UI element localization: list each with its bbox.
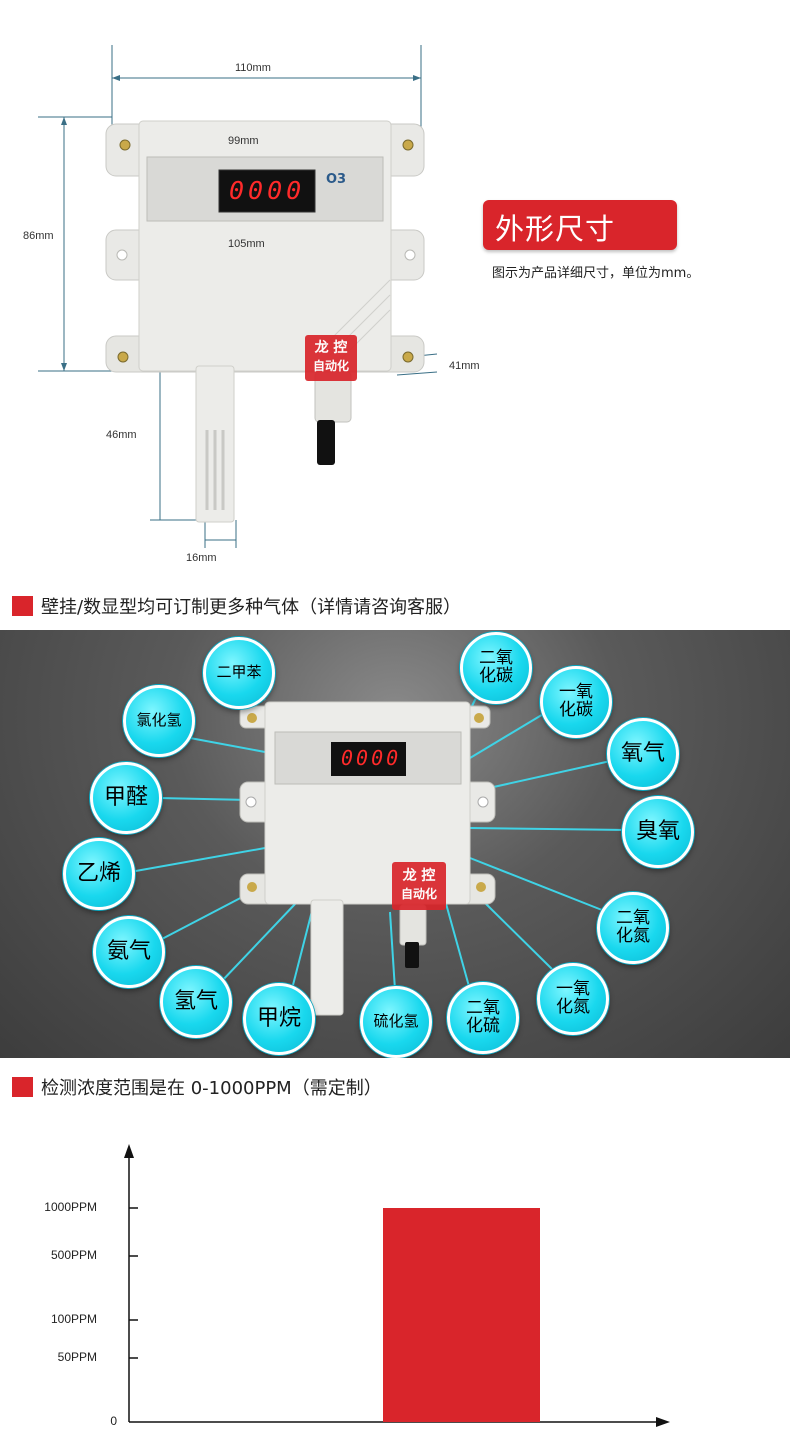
- heading-square-icon: [12, 596, 33, 616]
- gas-bubble: 氧气: [607, 718, 679, 790]
- brand-logo-top: 龙 控: [314, 340, 348, 356]
- led-display-2: 0000: [341, 746, 402, 770]
- dim-depth: 41mm: [449, 360, 480, 372]
- range-chart: 1000PPM 500PPM 100PPM 50PPM 0: [0, 1100, 790, 1435]
- gas-label-line2: 化硫: [466, 1016, 500, 1036]
- gas-bubble: 臭氧: [622, 796, 694, 868]
- x-axis-arrow: [656, 1417, 670, 1427]
- y-tick-label: 100PPM: [50, 1312, 97, 1326]
- gas-label: 氨气: [106, 939, 151, 965]
- brand-logo-bottom-2: 自动化: [400, 887, 437, 901]
- gas-bubble: 一氧化碳: [540, 666, 612, 738]
- gas-bubble: 氯化氢: [123, 685, 195, 757]
- gas-label: 氧气: [620, 741, 665, 767]
- chart-svg: [124, 1144, 670, 1427]
- gas-label-line2: 化氮: [616, 926, 650, 946]
- gas-label: O3: [326, 172, 347, 187]
- gas-label: 氯化氢: [136, 711, 182, 730]
- gas-bubble: 氢气: [160, 966, 232, 1038]
- gas-section: 0000 龙 控 自动化 二甲苯 氯化氢 甲醛 乙烯 氨气 氢气 甲烷 硫化氢 …: [0, 630, 790, 1058]
- y-tick-label: 500PPM: [50, 1248, 97, 1262]
- gas-label: 乙烯: [76, 861, 121, 887]
- gas-label: 甲烷: [256, 1006, 301, 1032]
- gas-label-line2: 化氮: [556, 997, 590, 1017]
- gas-bubble: 乙烯: [63, 838, 135, 910]
- brand-logo: 龙 控 自动化: [305, 335, 357, 381]
- heading-square-icon: [12, 1077, 33, 1097]
- gas-label-line2: 化碳: [559, 700, 593, 720]
- heading-text: 检测浓度范围是在 0-1000PPM（需定制）: [41, 1078, 382, 1099]
- heading-text: 壁挂/数显型均可订制更多种气体（详情请咨询客服）: [41, 597, 462, 618]
- y-tick-label: 1000PPM: [44, 1200, 97, 1214]
- gas-bubble: 氨气: [93, 916, 165, 988]
- gas-bubble: 硫化氢: [360, 986, 432, 1058]
- led-display: 0000: [229, 176, 306, 205]
- gas-bubble: 二氧化硫: [447, 982, 519, 1054]
- dimension-drawing: [38, 45, 438, 548]
- gas-label: 甲醛: [103, 785, 148, 811]
- gas-label: 二甲苯: [216, 663, 262, 682]
- brand-logo-bottom: 自动化: [312, 359, 349, 373]
- gas-bubble: 二甲苯: [203, 637, 275, 709]
- gas-label-line1: 一氧: [556, 979, 590, 1000]
- enclosure: [105, 120, 425, 373]
- dim-probe-width: 16mm: [186, 552, 217, 564]
- gas-bubble: 甲烷: [243, 983, 315, 1055]
- dim-width-mount: 105mm: [228, 238, 265, 250]
- chart-bar: [383, 1208, 540, 1422]
- dim-width-panel: 99mm: [228, 135, 259, 147]
- gas-label-line1: 二氧: [479, 648, 513, 669]
- gas-label-line1: 二氧: [466, 998, 500, 1019]
- gas-label-line1: 一氧: [559, 682, 593, 703]
- gas-label: 臭氧: [635, 819, 680, 845]
- gas-label: 硫化氢: [373, 1012, 419, 1031]
- title-badge-text: 外形尺寸: [495, 212, 616, 246]
- brand-logo-top-2: 龙 控: [402, 868, 436, 884]
- y-tick-label: 0: [110, 1414, 117, 1428]
- gas-label-line1: 二氧: [616, 908, 650, 929]
- dim-probe-length: 46mm: [106, 429, 137, 441]
- gas-bubble: 二氧化碳: [460, 632, 532, 704]
- title-badge: 外形尺寸: [483, 200, 677, 250]
- title-note: 图示为产品详细尺寸，单位为mm。: [492, 266, 700, 281]
- y-axis-arrow: [124, 1144, 134, 1158]
- gas-label: 氢气: [173, 989, 218, 1015]
- gas-bubble: 二氧化氮: [597, 892, 669, 964]
- brand-logo-2: 龙 控 自动化: [392, 862, 446, 910]
- gas-label-line2: 化碳: [479, 666, 513, 686]
- dim-width-outer: 110mm: [235, 62, 271, 74]
- dim-height: 86mm: [23, 230, 54, 242]
- gas-bubble: 一氧化氮: [537, 963, 609, 1035]
- y-tick-label: 50PPM: [57, 1350, 97, 1364]
- dimension-section: 110mm 99mm 86mm 105mm 41mm 46mm 16mm 000…: [0, 0, 790, 580]
- gas-bubble: 甲醛: [90, 762, 162, 834]
